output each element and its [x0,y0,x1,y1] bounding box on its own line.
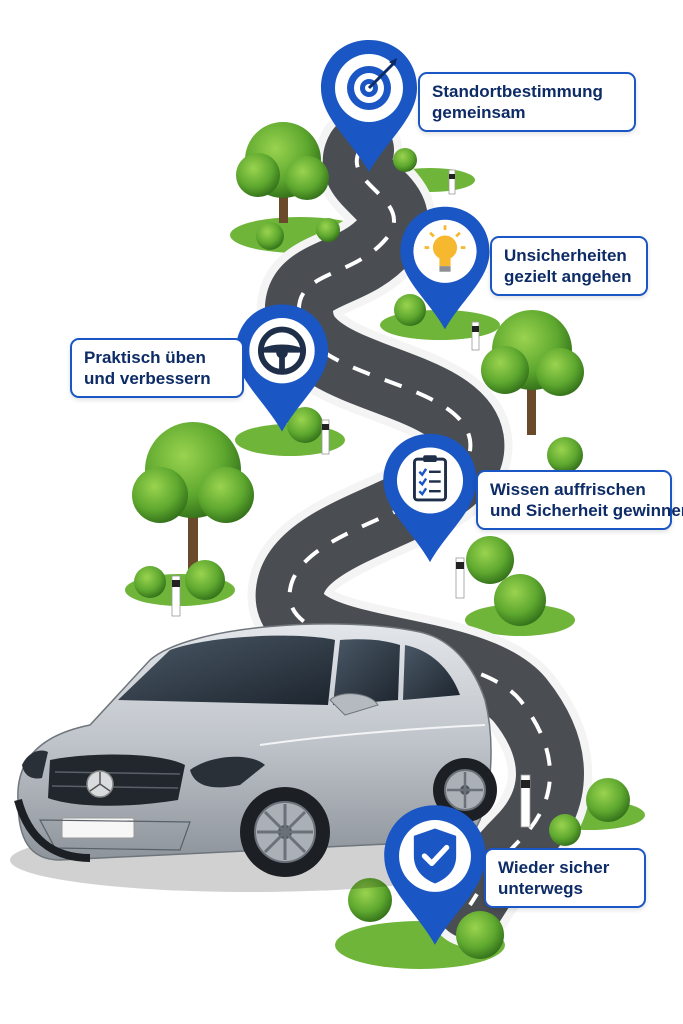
step-4-label: Wissen auffrischen und Sicherheit gewinn… [476,470,683,530]
road-posts [171,169,531,828]
target-icon [347,58,397,110]
checklist-icon [413,455,447,502]
shield-check-icon [413,828,457,884]
step-4-line-1: Wissen auffrischen [490,480,646,499]
car [10,623,497,892]
pin-step-5 [380,800,490,955]
bushes [134,148,630,959]
step-3-line-1: Praktisch üben [84,348,206,367]
step-5-line-2: unterwegs [498,879,584,898]
tree-1 [236,122,329,223]
step-5-label: Wieder sicher unterwegs [484,848,646,908]
rear-wheel [433,758,497,822]
step-4-line-2: und Sicherheit gewinnen [490,501,683,520]
front-wheel [240,787,330,877]
step-2-line-1: Unsicherheiten [504,246,627,265]
step-2-line-2: gezielt angehen [504,267,632,286]
step-3-label: Praktisch üben und verbessern [70,338,244,398]
step-3-line-2: und verbessern [84,369,211,388]
step-1-label: Standortbestimmung gemeinsam [418,72,636,132]
pin-step-1 [317,36,421,181]
step-1-line-1: Standortbestimmung [432,82,603,101]
step-5-line-1: Wieder sicher [498,858,610,877]
tree-2 [481,310,584,435]
pin-step-3 [232,300,332,441]
step-2-label: Unsicherheiten gezielt angehen [490,236,648,296]
pin-step-2 [396,203,494,338]
lightbulb-icon [424,225,466,272]
steering-wheel-icon [257,326,307,375]
pin-step-4 [378,430,482,571]
step-1-line-2: gemeinsam [432,103,526,122]
tree-3 [132,422,254,570]
